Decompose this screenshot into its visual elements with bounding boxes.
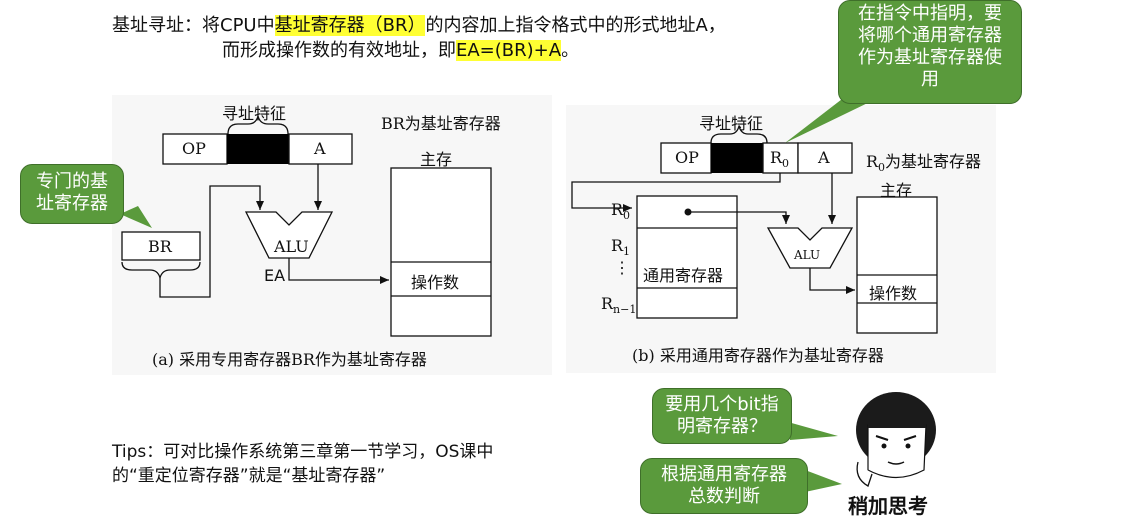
b-operand-label: 操作数 xyxy=(869,284,918,303)
b-op-label: OP xyxy=(675,148,699,167)
bubble-bits-question-text: 要用几个bit指明寄存器？ xyxy=(665,394,779,437)
meme-caption: 稍加思考 xyxy=(848,494,928,518)
a-ea-label: EA xyxy=(264,266,286,285)
intro-highlight-formula: EA=(BR)+A xyxy=(456,40,562,61)
b-alu-label: ALU xyxy=(794,248,821,262)
a-main-memory-label: 主存 xyxy=(420,150,453,169)
bubble-bits-a-tail xyxy=(805,470,842,492)
bubble-special-register: 专门的基址寄存器 xyxy=(20,164,124,224)
b-r0-box xyxy=(762,142,799,174)
a-addr-feature-label: 寻址特征 xyxy=(222,104,287,123)
b-reg-r0-sub: 0 xyxy=(623,209,631,223)
b-black-box xyxy=(711,143,763,173)
a-operand-label: 操作数 xyxy=(411,273,460,292)
b-reg-rn-text: R xyxy=(601,294,614,313)
intro-line-2: 而形成操作数的有效地址，即EA=(BR)+A。 xyxy=(222,39,579,63)
b-gpr-label: 通用寄存器 xyxy=(643,266,724,285)
b-op-box xyxy=(660,142,712,174)
a-caption: (a) 采用专用寄存器BR作为基址寄存器 xyxy=(152,350,427,369)
b-gpr-box xyxy=(636,195,738,319)
b-reg-rn-sub: n−1 xyxy=(613,303,637,317)
b-arrow-r0-to-regs xyxy=(571,173,781,212)
b-reg-rn-label: Rn−1 xyxy=(601,294,636,316)
a-alu-label: ALU xyxy=(274,237,309,256)
a-a-label: A xyxy=(314,139,326,158)
b-a-label: A xyxy=(818,148,830,167)
b-caption: (b) 采用通用寄存器作为基址寄存器 xyxy=(632,346,884,365)
intro-text: 。 xyxy=(561,40,580,61)
a-arrow-br-to-alu xyxy=(159,185,264,298)
bubble-special-tail xyxy=(120,206,152,228)
meme-face-icon xyxy=(856,392,936,487)
bubble-specify-register: 在指令中指明，要将哪个通用寄存器作为基址寄存器使用 xyxy=(838,0,1022,104)
bubble-specify-text: 在指令中指明，要将哪个通用寄存器作为基址寄存器使用 xyxy=(858,3,1002,90)
b-main-memory xyxy=(856,196,938,334)
b-alu-shape xyxy=(766,227,854,269)
intro-text: 而形成操作数的有效地址，即 xyxy=(222,40,456,61)
a-br-note: BR为基址寄存器 xyxy=(381,114,501,133)
a-alu-shape xyxy=(244,211,334,259)
a-op-label: OP xyxy=(182,139,206,158)
b-addr-feature-label: 寻址特征 xyxy=(699,114,764,133)
a-brace xyxy=(227,115,289,135)
b-arrow-r0-to-alu xyxy=(688,211,790,224)
bubble-bits-q-tail xyxy=(788,422,838,440)
b-r0-note-text: 为基址寄存器 xyxy=(885,152,982,171)
intro-highlight-br: 基址寄存器（BR） xyxy=(274,15,426,36)
bubble-bits-question: 要用几个bit指明寄存器？ xyxy=(652,388,792,444)
bubble-bits-answer-text: 根据通用寄存器总数判断 xyxy=(661,464,787,507)
b-brace xyxy=(710,125,768,144)
b-reg-dots: ⋮ xyxy=(614,258,630,277)
bubble-bits-answer: 根据通用寄存器总数判断 xyxy=(640,458,808,514)
a-br-box xyxy=(121,231,201,261)
b-arrow-alu-to-operand xyxy=(809,268,855,294)
intro-line-1: 基址寻址：将CPU中基址寄存器（BR）的内容加上指令格式中的形式地址A， xyxy=(112,14,726,38)
b-r0-field-label: R0 xyxy=(770,148,789,170)
b-r0-note: R0为基址寄存器 xyxy=(866,152,982,175)
b-reg-r0-text: R xyxy=(611,200,624,219)
b-reg-r1-sub: 1 xyxy=(623,245,631,259)
a-arrow-ea-to-operand xyxy=(288,258,389,284)
a-op-box xyxy=(162,133,228,165)
a-addr-box xyxy=(288,133,353,165)
b-main-memory-label: 主存 xyxy=(880,181,913,200)
b-r0-field-sub: 0 xyxy=(782,157,790,171)
b-reg-r0-label: R0 xyxy=(611,200,630,222)
a-black-box xyxy=(227,134,289,164)
intro-text: 的内容加上指令格式中的形式地址A， xyxy=(425,15,726,36)
tips-text: Tips：可对比操作系统第三章第一节学习，OS课中的“重定位寄存器”就是“基址寄… xyxy=(112,442,494,486)
bubble-specify-tail xyxy=(785,96,878,143)
a-br-label: BR xyxy=(148,237,172,256)
b-r0-field-text: R xyxy=(770,148,783,167)
b-reg-r1-text: R xyxy=(611,236,624,255)
b-addr-box xyxy=(797,142,853,174)
intro-text: 基址寻址：将CPU中 xyxy=(112,15,275,36)
bubble-special-text: 专门的基址寄存器 xyxy=(36,171,108,214)
b-reg-r1-label: R1 xyxy=(611,236,630,258)
a-main-memory xyxy=(390,167,492,337)
